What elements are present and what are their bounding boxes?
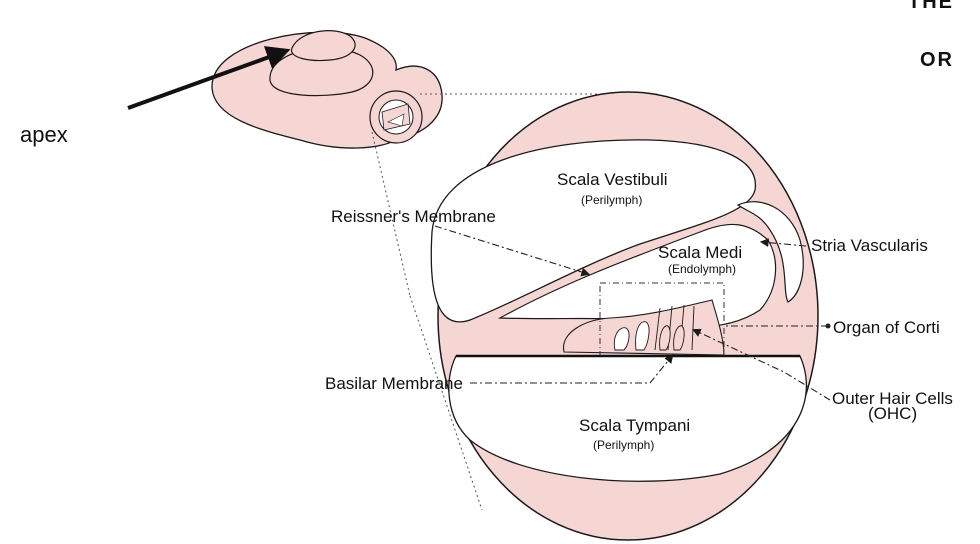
scala-media-fluid-label: (Endolymph) bbox=[668, 262, 736, 276]
reissners-membrane-label: Reissner's Membrane bbox=[331, 207, 496, 226]
apex-label: apex bbox=[20, 122, 68, 147]
basilar-membrane-label: Basilar Membrane bbox=[325, 374, 463, 393]
heading-line-2: OR bbox=[920, 49, 954, 71]
cochlea-shell bbox=[212, 31, 442, 148]
outer-hair-cells-abbr-label: (OHC) bbox=[868, 404, 917, 423]
organ-of-corti-label: Organ of Corti bbox=[833, 318, 940, 337]
scala-vestibuli-label: Scala Vestibuli bbox=[557, 170, 668, 189]
organ-of-corti-leader-dot bbox=[826, 324, 831, 329]
heading-line-1: THE bbox=[908, 0, 954, 13]
scala-vestibuli-fluid-label: (Perilymph) bbox=[581, 193, 642, 207]
scala-media-label: Scala Medi bbox=[658, 243, 742, 262]
stria-vascularis-label: Stria Vascularis bbox=[811, 236, 928, 255]
scala-tympani-label: Scala Tympani bbox=[579, 416, 690, 435]
scala-tympani-fluid-label: (Perilymph) bbox=[593, 438, 654, 452]
